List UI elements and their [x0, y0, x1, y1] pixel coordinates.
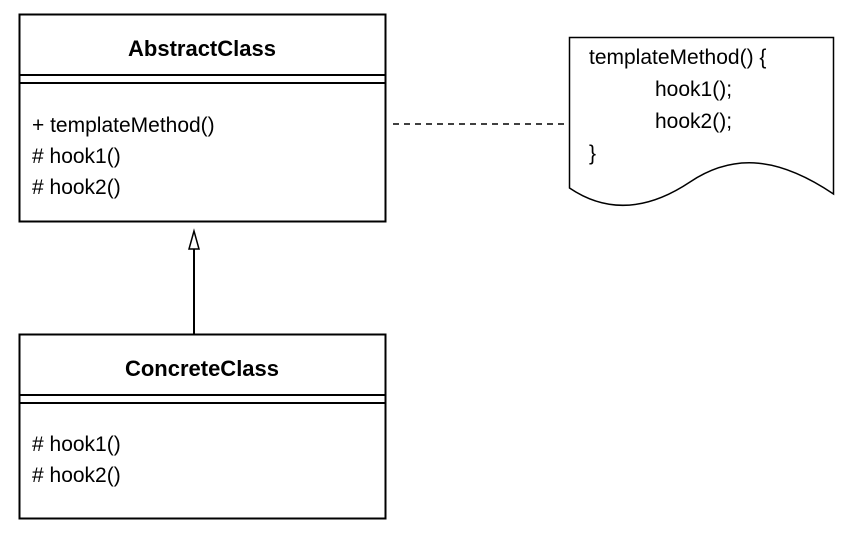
- note-shape: [568, 36, 835, 206]
- concrete-class-name: ConcreteClass: [125, 356, 279, 381]
- note-line-2: hook1();: [655, 78, 732, 101]
- concrete-method-hook2: # hook2(): [32, 464, 121, 487]
- abstract-method-template: + templateMethod(): [32, 114, 215, 137]
- note-line-1: templateMethod() {: [589, 46, 766, 69]
- abstract-method-hook2: # hook2(): [32, 176, 121, 199]
- note-line-4: }: [589, 142, 596, 165]
- abstract-method-hook1: # hook1(): [32, 145, 121, 168]
- abstract-class-box: [18, 13, 387, 223]
- hollow-triangle-arrowhead: [188, 228, 200, 250]
- concrete-class-box: [18, 333, 387, 520]
- abstract-class[interactable]: AbstractClass + templateMethod() # hook1…: [18, 13, 387, 223]
- concrete-method-hook1: # hook1(): [32, 433, 121, 456]
- note-line-3: hook2();: [655, 110, 732, 133]
- abstract-class-name: AbstractClass: [128, 36, 276, 61]
- inheritance-arrow: [188, 228, 200, 334]
- concrete-class[interactable]: ConcreteClass # hook1() # hook2(): [18, 333, 387, 520]
- code-note[interactable]: templateMethod() { hook1(); hook2(); }: [568, 36, 835, 206]
